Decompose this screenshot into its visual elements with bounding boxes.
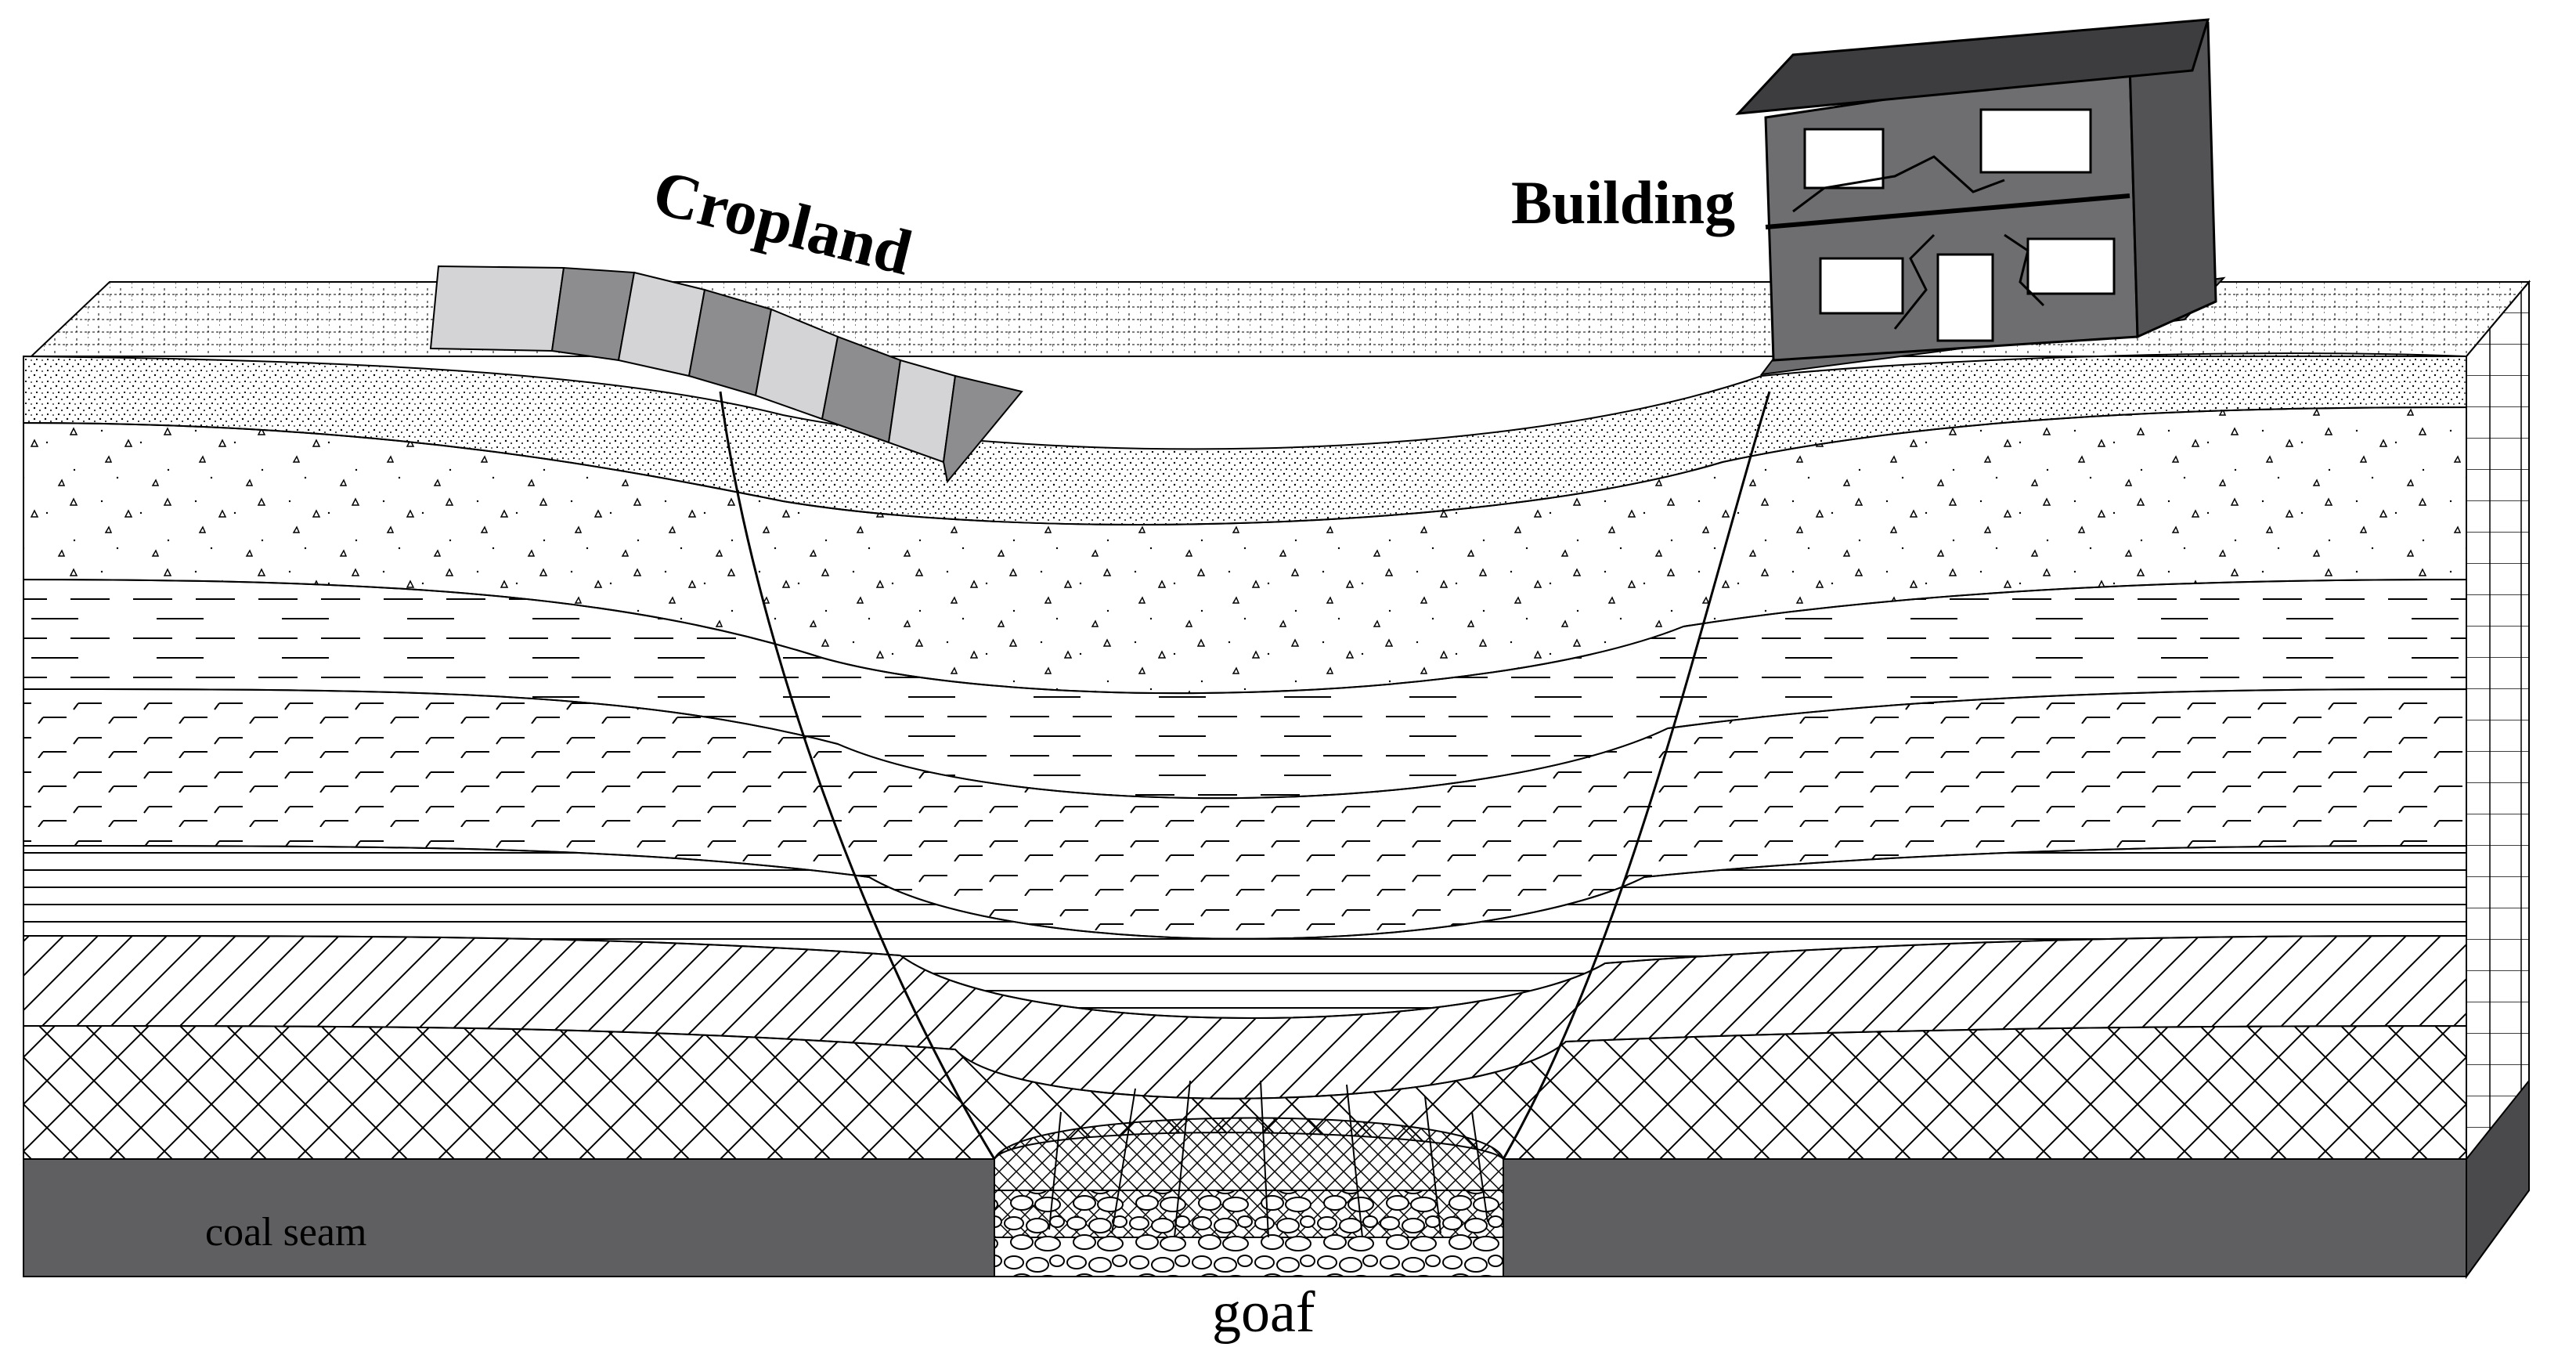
strata-left [23, 352, 2467, 1160]
house-window [2026, 237, 2116, 295]
building-house [1735, 18, 2226, 376]
cropland-field [429, 265, 1023, 484]
house-window [1803, 128, 1885, 190]
label-goaf: goaf [1212, 1280, 1315, 1345]
house-window [1979, 108, 2092, 174]
label-cropland: Cropland [647, 156, 919, 289]
caved-zone [994, 1080, 1504, 1277]
label-coal-seam: coal seam [205, 1210, 366, 1255]
house-door [1936, 253, 1994, 342]
house-window [1819, 257, 1904, 315]
block-side-face [2466, 280, 2530, 1280]
label-building: Building [1511, 168, 1735, 237]
subsidence-boundary [719, 391, 1771, 1160]
coal-seam [23, 1158, 2467, 1277]
